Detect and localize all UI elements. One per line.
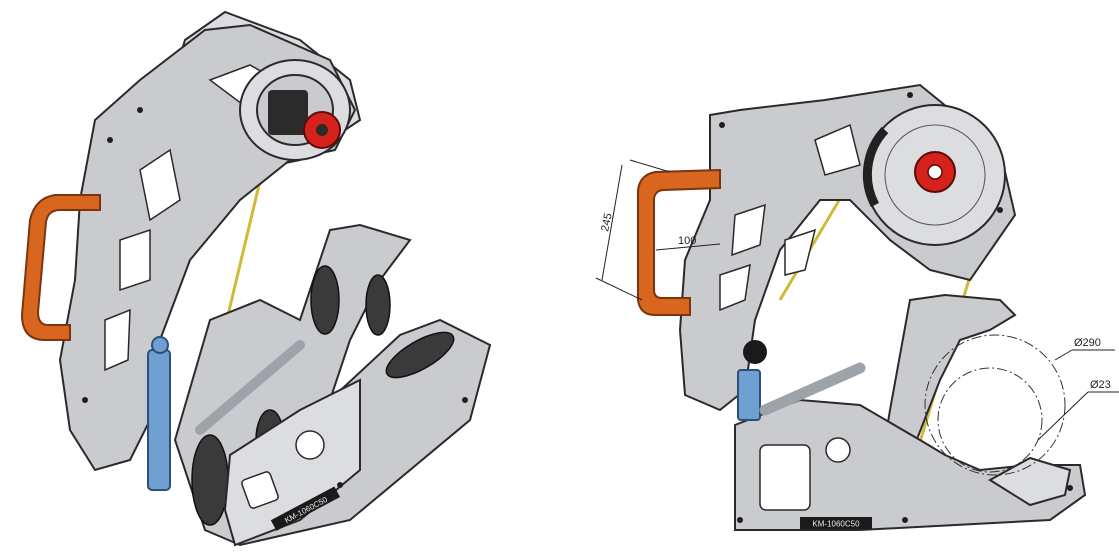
orange-handle <box>637 168 721 316</box>
bolt <box>1067 485 1073 491</box>
cylinder-eye <box>151 336 169 354</box>
bolt <box>337 482 343 488</box>
diameter-290-circle <box>924 334 1066 476</box>
bolt <box>902 517 908 523</box>
bearing-hole <box>295 430 325 460</box>
dim-245-line <box>601 164 623 281</box>
hub-center <box>316 124 328 136</box>
label-plate-text: KM-1060C50 <box>812 520 860 529</box>
pulley-bolt-circle <box>884 124 986 226</box>
roller <box>191 434 229 526</box>
orange-handle <box>20 194 101 341</box>
isometric-view-drawing: KM-1060C50 <box>20 10 492 547</box>
dim-290-leader <box>1054 349 1073 361</box>
dim-290-text: Ø290 <box>1074 337 1101 349</box>
roller <box>385 331 455 379</box>
bolt <box>737 517 743 523</box>
label-plate <box>800 517 872 529</box>
frame-cutout <box>814 123 861 176</box>
side-view-drawing: 245 100 Ø290 Ø23 KM-1060C50 <box>595 83 1119 531</box>
roller <box>365 274 391 336</box>
dim-100-line <box>655 243 721 251</box>
cylinder-eye <box>743 340 767 364</box>
pulley-slot <box>862 126 889 208</box>
dim-245-ext-bottom <box>595 277 643 301</box>
bolt <box>719 122 725 128</box>
frame-cutout <box>119 228 151 292</box>
dim-100-text: 100 <box>678 235 696 247</box>
hub-bore <box>927 164 943 180</box>
frame-cutout <box>731 203 766 257</box>
roller <box>310 265 340 335</box>
frame-cutout <box>104 308 131 372</box>
dim-245-text: 245 <box>599 212 615 232</box>
dim-23-text: Ø23 <box>1090 379 1111 391</box>
dim-245-ext-top <box>629 159 671 173</box>
access-cutout <box>241 471 279 509</box>
side-view: 245 100 Ø290 Ø23 KM-1060C50 <box>560 0 1119 552</box>
diameter-23-circle <box>937 367 1043 473</box>
frame-cutout <box>784 228 817 276</box>
dim-23-leader <box>1037 391 1089 441</box>
bolt <box>907 92 913 98</box>
isometric-view: KM-1060C50 <box>20 10 492 547</box>
access-cover <box>759 444 811 511</box>
actuator-rod <box>759 362 866 416</box>
bolt <box>82 397 88 403</box>
cradle-bracket <box>988 456 1072 507</box>
bolt <box>997 207 1003 213</box>
blue-cylinder <box>147 349 171 491</box>
frame-cutout <box>139 148 181 222</box>
actuator-rod <box>195 340 305 435</box>
label-plate <box>270 486 341 531</box>
bolt <box>107 137 113 143</box>
bearing-hole <box>825 437 851 463</box>
blue-cylinder <box>737 369 761 421</box>
frame-cutout <box>719 263 751 312</box>
motor-block <box>268 90 308 135</box>
bolt <box>137 107 143 113</box>
bolt <box>462 397 468 403</box>
